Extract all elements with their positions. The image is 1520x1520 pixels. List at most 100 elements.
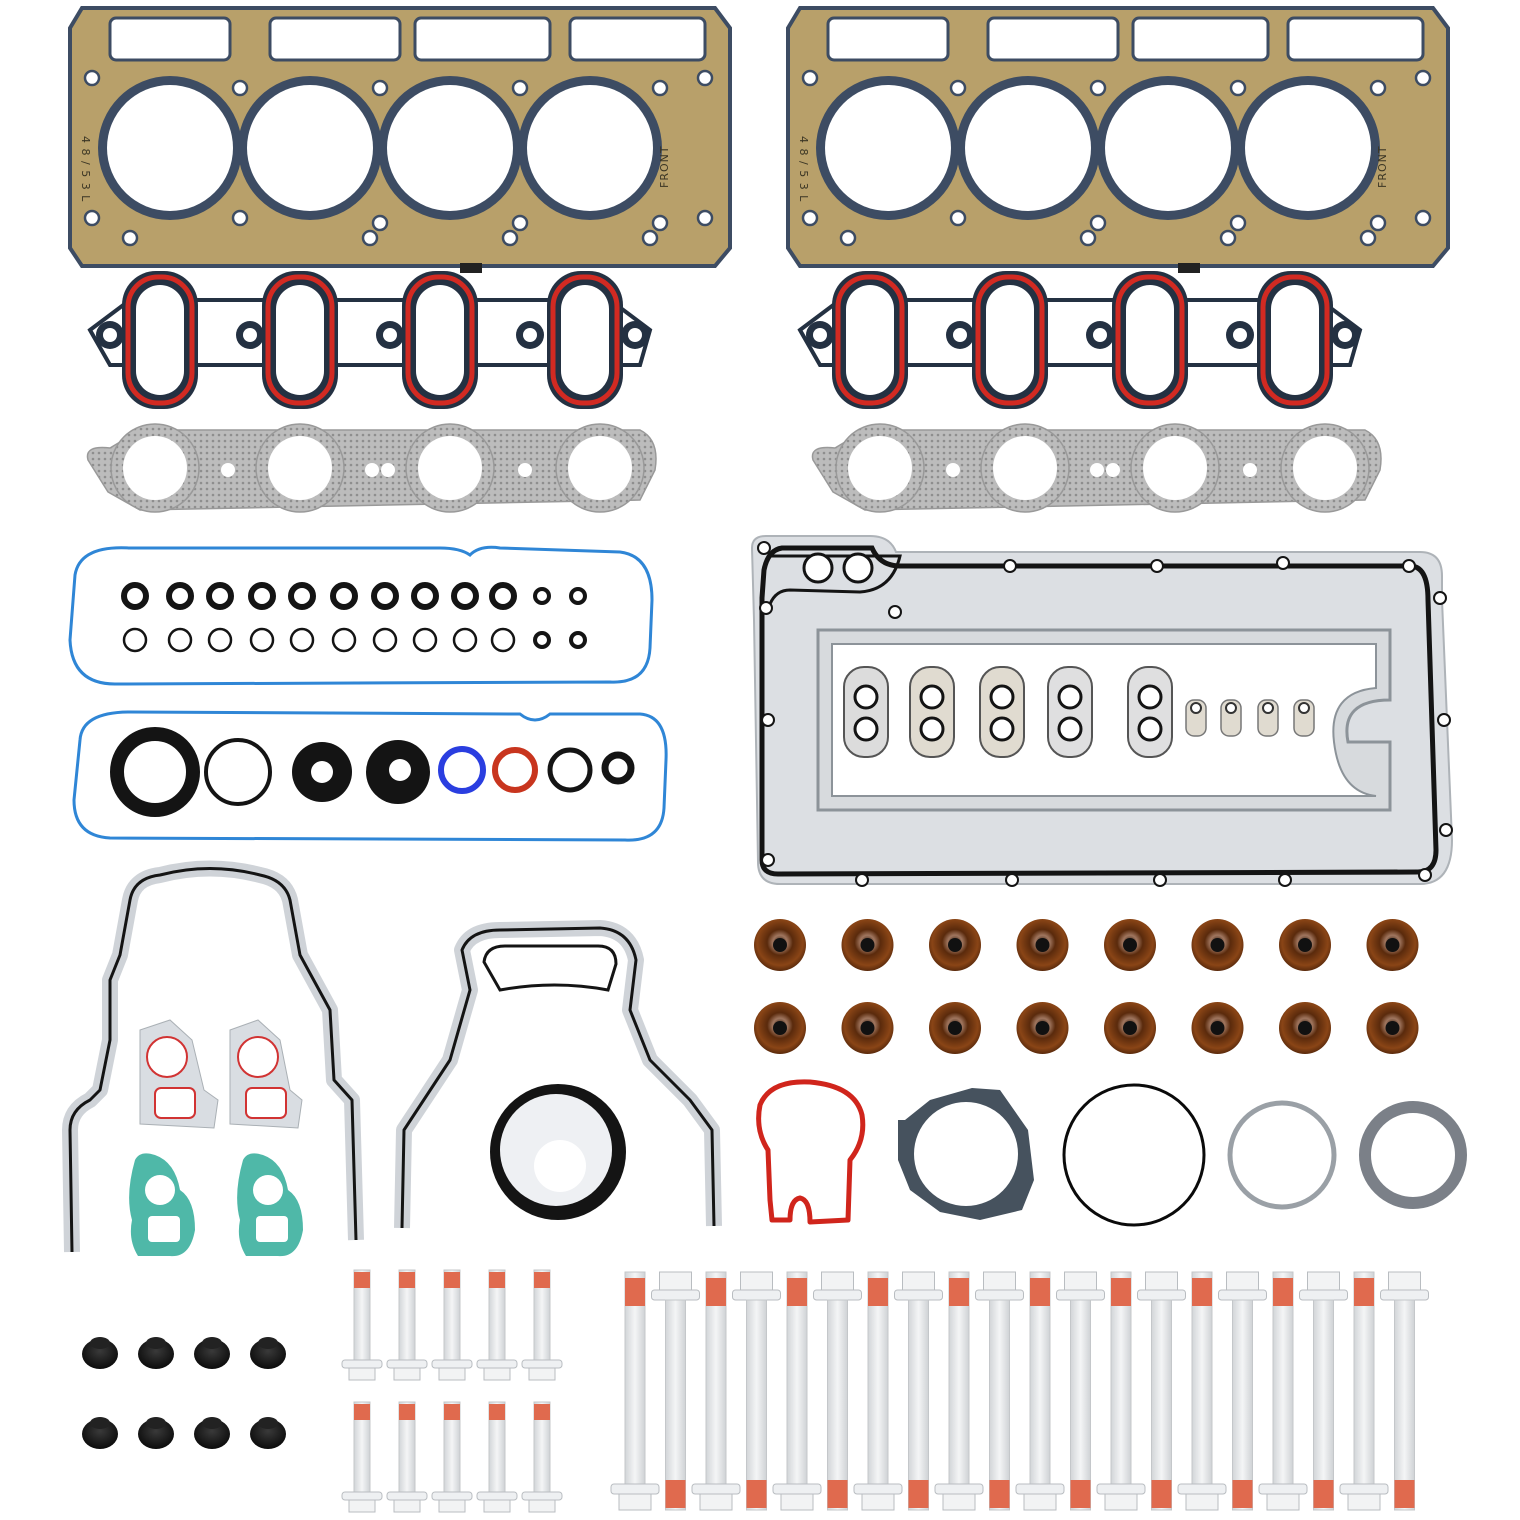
- valve-stem-seal: [754, 1002, 806, 1054]
- seal-ring: [166, 582, 194, 610]
- long-head-bolt: [1056, 1271, 1105, 1511]
- seal-ring: [371, 582, 399, 610]
- valve-stem-seal: [1366, 1002, 1419, 1054]
- short-head-bolt: [386, 1401, 428, 1513]
- rubber-grommet: [138, 1417, 174, 1449]
- rubber-grommet: [82, 1337, 118, 1369]
- water-pump-gasket-round: [898, 1088, 1034, 1220]
- long-head-bolt: [934, 1271, 984, 1511]
- valve-cover-gasket-top: [68, 545, 654, 686]
- seal-ring: [288, 582, 316, 610]
- short-head-bolt: [476, 1269, 518, 1381]
- valve-stem-seal: [1366, 919, 1419, 971]
- engine-size-stamp: 4 8 / 5 3 L: [79, 136, 92, 202]
- seal-ring: [412, 627, 438, 653]
- seal-ring: [452, 627, 478, 653]
- small-seal: [601, 751, 635, 785]
- long-head-bolt: [1137, 1271, 1186, 1511]
- rubber-grommet: [194, 1337, 230, 1369]
- short-head-bolt: [521, 1269, 563, 1381]
- valve-stem-seal: [754, 919, 806, 971]
- oil-system-gasket: [909, 666, 955, 758]
- seal-ring: [289, 627, 315, 653]
- seal-ring: [569, 587, 587, 605]
- valve-stem-seal: [1191, 1002, 1244, 1054]
- long-head-bolt: [1015, 1271, 1065, 1511]
- seal-ring: [207, 627, 233, 653]
- seal-ring: [533, 587, 551, 605]
- small-washer-gasket: [1185, 699, 1207, 737]
- cylinder-bore: [965, 85, 1091, 211]
- rubber-grommet: [138, 1337, 174, 1369]
- seal-ring: [451, 582, 479, 610]
- oil-system-gasket: [1047, 666, 1093, 758]
- cylinder-bore: [387, 85, 513, 211]
- seal-ring: [411, 582, 439, 610]
- cylinder-head-gasket: 4 8 / 5 3 L FRONT: [68, 6, 732, 273]
- rear-main-cover-gasket: [394, 920, 722, 1229]
- cylinder-head-gasket: 4 8 / 5 3 L FRONT: [786, 6, 1450, 273]
- valve-stem-seal: [1016, 919, 1069, 971]
- cylinder-bore: [1245, 85, 1371, 211]
- seal-ring: [249, 627, 275, 653]
- long-head-bolt: [1380, 1271, 1429, 1511]
- long-head-bolt: [772, 1271, 822, 1511]
- long-head-bolt: [853, 1271, 903, 1511]
- exhaust-manifold-gasket: [811, 423, 1382, 513]
- oil-pan-gasket: [750, 535, 1454, 887]
- valve-stem-seal: [1016, 1002, 1069, 1054]
- red-oring: [492, 747, 538, 793]
- valve-stem-seal: [1104, 919, 1156, 971]
- long-head-bolt: [651, 1271, 700, 1511]
- front-stamp: FRONT: [658, 145, 671, 188]
- valve-stem-seal: [841, 1002, 894, 1054]
- seal-ring: [121, 582, 149, 610]
- oil-system-gasket: [1127, 666, 1173, 758]
- long-head-bolt: [1096, 1271, 1146, 1511]
- seal-ring: [248, 582, 276, 610]
- seal-ring: [569, 631, 587, 649]
- long-head-bolt: [1258, 1271, 1308, 1511]
- short-head-bolt: [431, 1269, 473, 1381]
- long-head-bolt: [1339, 1271, 1389, 1511]
- rubber-grommet: [250, 1417, 286, 1449]
- long-head-bolt: [691, 1271, 741, 1511]
- valve-stem-seal: [1191, 919, 1244, 971]
- cylinder-bore: [247, 85, 373, 211]
- steel-ring-seal: [1227, 1100, 1337, 1210]
- short-head-bolt: [431, 1401, 473, 1513]
- cylinder-bore: [527, 85, 653, 211]
- valve-stem-seal: [841, 919, 894, 971]
- oil-pump-oring: [204, 738, 272, 806]
- engine-size-stamp: 4 8 / 5 3 L: [797, 136, 810, 202]
- cylinder-bore: [1105, 85, 1231, 211]
- short-head-bolt: [521, 1401, 563, 1513]
- oil-system-gasket: [979, 666, 1025, 758]
- seal-ring: [489, 582, 517, 610]
- valve-stem-seal: [1279, 919, 1331, 971]
- seal-ring: [167, 627, 193, 653]
- short-head-bolt: [341, 1401, 383, 1513]
- short-head-bolt: [386, 1269, 428, 1381]
- long-head-bolt: [1218, 1271, 1267, 1511]
- seal-ring: [206, 582, 234, 610]
- rubber-grommet: [250, 1337, 286, 1369]
- water-pump-gasket-green: [129, 1153, 303, 1257]
- front-stamp: FRONT: [1376, 145, 1389, 188]
- blue-oring: [438, 746, 486, 794]
- large-oring: [1062, 1083, 1206, 1227]
- crush-seal: [1359, 1101, 1467, 1209]
- small-washer-gasket: [1220, 699, 1242, 737]
- valve-stem-seal: [929, 919, 981, 971]
- valve-stem-seal: [1104, 1002, 1156, 1054]
- intake-manifold-gasket: [87, 271, 653, 409]
- seal-ring: [372, 627, 398, 653]
- long-head-bolt: [894, 1271, 943, 1511]
- small-washer-gasket: [1257, 699, 1279, 737]
- seal-ring: [330, 582, 358, 610]
- valve-cover-gasket-bottom: [72, 710, 668, 842]
- long-head-bolt: [975, 1271, 1024, 1511]
- throttle-body-gasket: [756, 1079, 866, 1225]
- water-pump-gasket-steel: [139, 1019, 303, 1129]
